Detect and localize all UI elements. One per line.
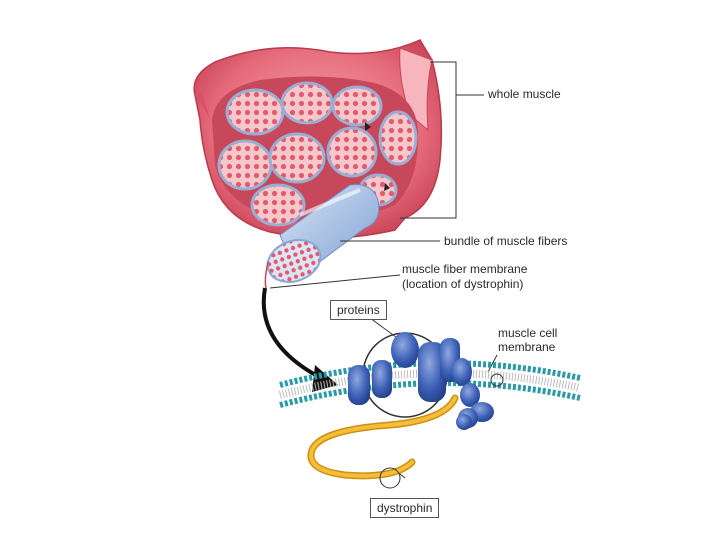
label-whole-muscle: whole muscle — [488, 87, 561, 101]
fascicle-group — [217, 81, 418, 227]
label-proteins: proteins — [330, 300, 387, 320]
label-membrane-line1: muscle fiber membrane — [402, 262, 528, 276]
label-cell-membrane-line2: membrane — [498, 340, 556, 354]
label-dystrophin: dystrophin — [370, 498, 440, 518]
label-bundle-of-fibers: bundle of muscle fibers — [444, 234, 568, 248]
label-membrane-line2: (location of dystrophin) — [402, 277, 524, 291]
membrane-protein-complex-illustration — [348, 332, 494, 430]
fiber-bundle-illustration — [264, 184, 380, 289]
dystrophin-strand-illustration — [307, 394, 459, 480]
label-cell-membrane-line1: muscle cell — [498, 326, 558, 340]
curved-arrow-icon — [261, 287, 326, 382]
whole-muscle-illustration — [193, 39, 443, 239]
leader-lines — [269, 61, 498, 479]
